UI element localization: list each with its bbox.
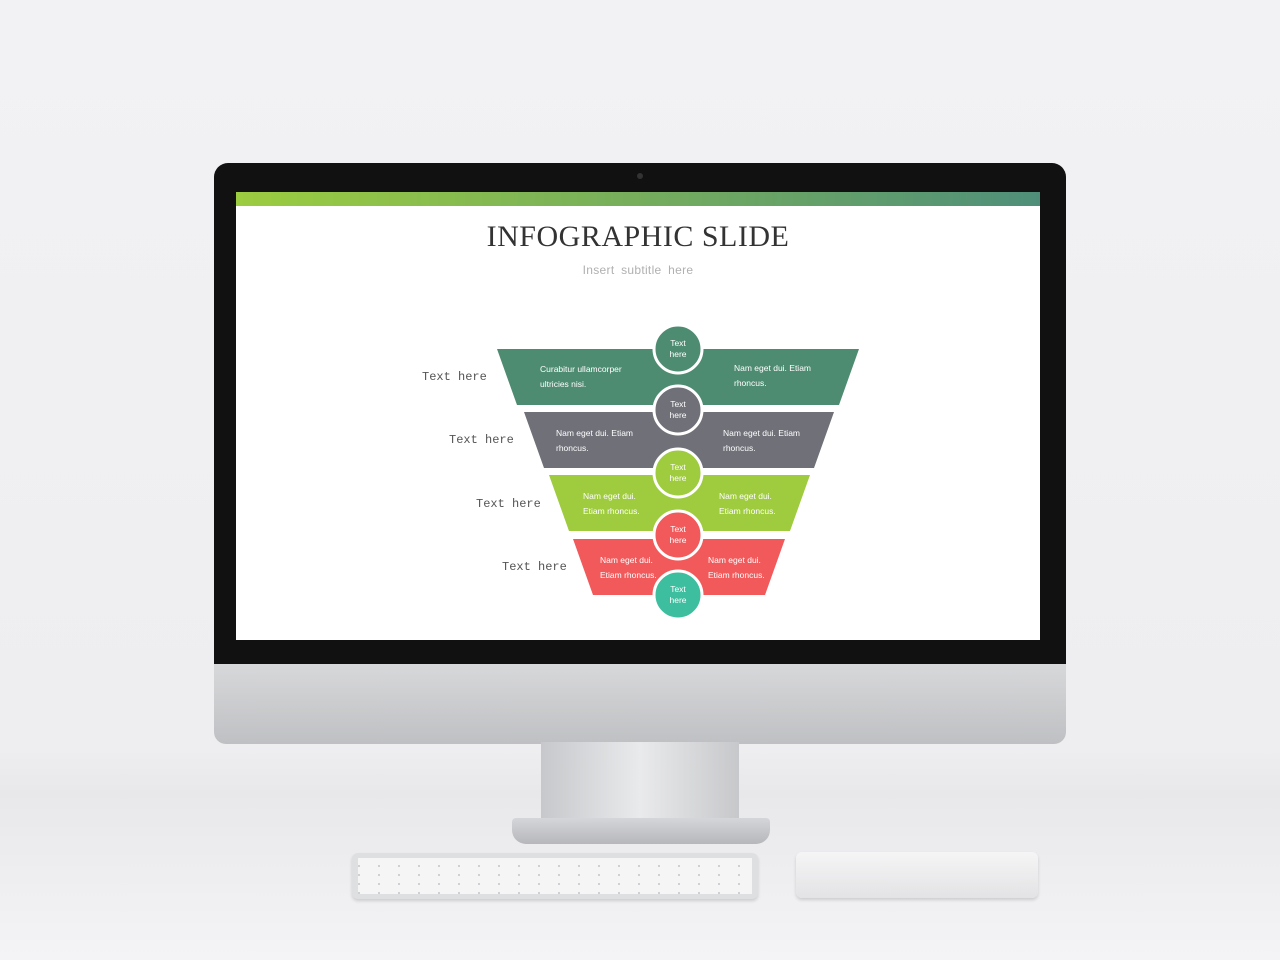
- monitor-stand: [541, 742, 739, 822]
- funnel-band-1-right-text: Nam eget dui. Etiam rhoncus.: [734, 361, 811, 391]
- keyboard: [352, 853, 758, 899]
- funnel-band-1-left-text: Curabitur ullamcorper ultricies nisi.: [540, 362, 622, 392]
- slide-screen: INFOGRAPHIC SLIDE Insert subtitle here T…: [236, 192, 1040, 640]
- monitor-chin: [214, 664, 1066, 744]
- funnel-circle-3-label: Text here: [655, 462, 701, 484]
- trackpad: [796, 852, 1038, 898]
- funnel-band-4-left-text: Nam eget dui. Etiam rhoncus.: [600, 553, 657, 583]
- funnel-circle-4-label: Text here: [655, 524, 701, 546]
- funnel-circle-2-label: Text here: [655, 399, 701, 421]
- camera-icon: [637, 173, 643, 179]
- funnel-side-label-3: Text here: [476, 497, 541, 511]
- funnel-circle-bottom-label: Text here: [655, 584, 701, 606]
- funnel-circle-1-label: Text here: [655, 338, 701, 360]
- keyboard-keys: [358, 858, 752, 894]
- funnel-side-label-4: Text here: [502, 560, 567, 574]
- funnel-band-3-left-text: Nam eget dui. Etiam rhoncus.: [583, 489, 640, 519]
- funnel-band-2-left-text: Nam eget dui. Etiam rhoncus.: [556, 426, 633, 456]
- funnel-band-4-right-text: Nam eget dui. Etiam rhoncus.: [708, 553, 765, 583]
- funnel-band-2-right-text: Nam eget dui. Etiam rhoncus.: [723, 426, 800, 456]
- funnel-side-label-1: Text here: [422, 370, 487, 384]
- monitor-stand-foot: [512, 818, 770, 844]
- funnel-band-3-right-text: Nam eget dui. Etiam rhoncus.: [719, 489, 776, 519]
- funnel-side-label-2: Text here: [449, 433, 514, 447]
